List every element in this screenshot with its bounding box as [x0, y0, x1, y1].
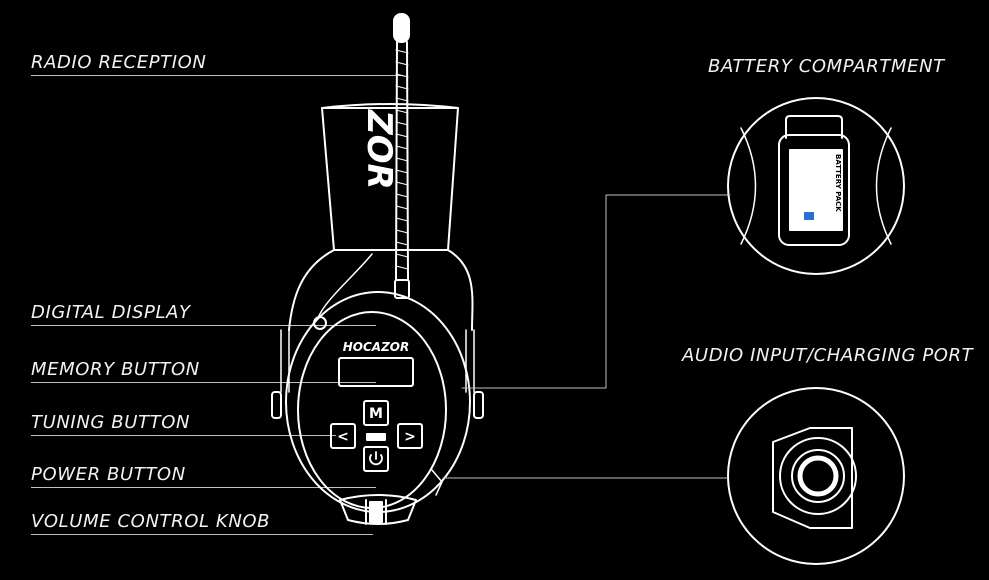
leader-radio-reception [31, 75, 403, 76]
power-button[interactable] [363, 446, 389, 472]
cable-joint [313, 316, 327, 330]
label-volume-control-knob: VOLUME CONTROL KNOB [31, 511, 271, 532]
leader-volume-control-knob [31, 534, 373, 535]
earcup-brand-text: HOCAZOR [343, 340, 409, 354]
digital-display-screen [338, 357, 414, 387]
audio-port-callout [727, 387, 905, 565]
tuning-left-button[interactable] [330, 423, 356, 449]
left-arrow-icon: < [337, 429, 349, 445]
battery-pack-label-sticker [789, 149, 843, 231]
leader-digital-display [31, 325, 376, 326]
power-icon [369, 451, 383, 466]
right-arm [447, 249, 474, 331]
antenna [393, 13, 410, 299]
leader-tuning-button [31, 435, 336, 436]
cable [317, 253, 373, 319]
label-tuning-button: TUNING BUTTON [31, 412, 191, 433]
leader-power-button [31, 487, 376, 488]
volume-knob[interactable] [339, 494, 417, 525]
left-arm [288, 249, 335, 331]
battery-pack-title: BATTERY PACK [834, 154, 842, 212]
label-power-button: POWER BUTTON [31, 464, 186, 485]
label-radio-reception: RADIO RECEPTION [31, 52, 207, 73]
memory-button[interactable] [363, 400, 389, 426]
right-arrow-icon: > [404, 429, 416, 445]
battery-compartment-callout [727, 97, 905, 275]
label-audio-input-charging-port: AUDIO INPUT/CHARGING PORT [682, 345, 974, 366]
tuning-right-button[interactable] [397, 423, 423, 449]
battery-badge [804, 212, 814, 220]
label-battery-compartment: BATTERY COMPARTMENT [708, 56, 945, 77]
memory-button-glyph: M [369, 406, 383, 422]
indicator-bar [366, 433, 386, 441]
label-memory-button: MEMORY BUTTON [31, 359, 200, 380]
leader-memory-button [31, 382, 376, 383]
left-clip [271, 391, 282, 419]
label-digital-display: DIGITAL DISPLAY [31, 302, 191, 323]
headband-brand-text: ZOR [359, 109, 399, 190]
leader-battery-compartment [461, 194, 731, 389]
right-clip [473, 391, 484, 419]
